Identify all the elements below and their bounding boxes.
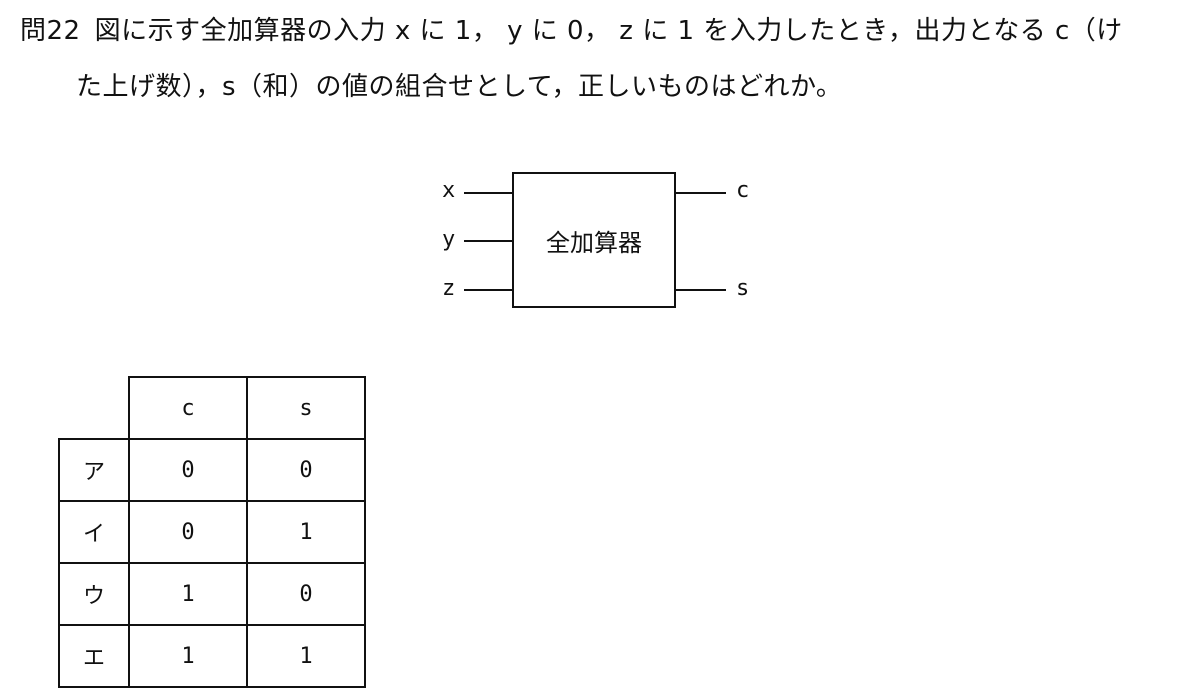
output-s-wire xyxy=(676,289,726,291)
question-number: 問22 xyxy=(20,16,81,46)
choice-label: エ xyxy=(58,624,130,688)
output-c-wire xyxy=(676,192,726,194)
input-z-wire xyxy=(464,289,512,291)
choice-label: ウ xyxy=(58,562,130,626)
full-adder-diagram: x y z 全加算器 c s xyxy=(430,168,770,318)
input-x-label: x xyxy=(442,178,456,203)
choice-label: イ xyxy=(58,500,130,564)
input-z-label: z xyxy=(442,276,456,301)
output-c-label: c xyxy=(736,178,750,203)
table-row: ア 0 0 xyxy=(58,438,366,502)
choice-s-value: 0 xyxy=(246,562,366,626)
choice-c-value: 0 xyxy=(128,500,248,564)
choice-s-value: 1 xyxy=(246,624,366,688)
full-adder-box: 全加算器 xyxy=(512,172,676,308)
input-y-label: y xyxy=(442,227,456,252)
input-y-wire xyxy=(464,240,512,242)
choice-s-value: 1 xyxy=(246,500,366,564)
table-row: イ 0 1 xyxy=(58,500,366,564)
question-text-1: 図に示す全加算器の入力 x に 1， y に 0， z に 1 を入力したとき，… xyxy=(94,16,1123,46)
choice-c-value: 1 xyxy=(128,624,248,688)
choice-c-value: 1 xyxy=(128,562,248,626)
table-header-row: c s xyxy=(59,376,366,440)
choice-c-value: 0 xyxy=(128,438,248,502)
question-line-2: た上げ数），s（和）の値の組合せとして，正しいものはどれか。 xyxy=(76,72,843,102)
table-row: エ 1 1 xyxy=(58,624,366,688)
output-s-label: s xyxy=(736,276,750,301)
choice-s-value: 0 xyxy=(246,438,366,502)
question-line-1: 問22 図に示す全加算器の入力 x に 1， y に 0， z に 1 を入力した… xyxy=(20,10,1123,47)
full-adder-label: 全加算器 xyxy=(546,228,642,257)
table-header-c: c xyxy=(128,376,248,440)
choice-label: ア xyxy=(58,438,130,502)
table-row: ウ 1 0 xyxy=(58,562,366,626)
table-header-s: s xyxy=(246,376,366,440)
table-corner-cell xyxy=(59,377,130,440)
answer-table: c s ア 0 0 イ 0 1 ウ 1 0 エ 1 1 xyxy=(58,376,366,688)
input-x-wire xyxy=(464,192,512,194)
